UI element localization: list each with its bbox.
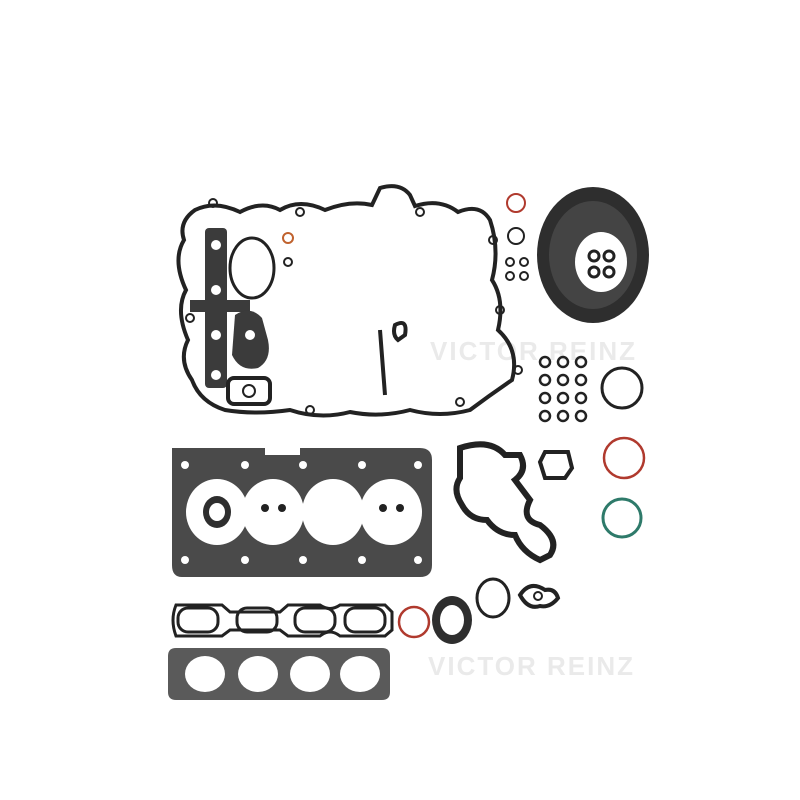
valve-cover-o-ring <box>228 236 276 300</box>
exhaust-manifold-gasket <box>168 648 390 700</box>
o-ring-bottom <box>475 577 511 619</box>
watermark-text: VICTOR REINZ <box>430 336 637 366</box>
breather-gasket <box>378 321 408 396</box>
watermark-text: VICTOR REINZ <box>428 651 635 681</box>
o-ring-large <box>600 366 644 410</box>
thermostat-gasket <box>537 450 575 480</box>
valve-stem-seal-grid <box>538 355 588 423</box>
o-ring <box>519 257 529 267</box>
o-ring-red <box>602 436 646 480</box>
head-gasket <box>172 448 432 577</box>
watermark-group: VICTOR REINZ VICTOR REINZ <box>428 336 637 681</box>
o-ring-orange <box>506 193 526 213</box>
flange-hole <box>245 330 255 340</box>
intake-ports <box>176 606 387 634</box>
water-pump-gasket <box>453 441 557 564</box>
small-o-ring <box>283 257 293 267</box>
valve-cover-gasket <box>176 184 517 418</box>
o-ring <box>505 257 515 267</box>
plug-tube-gasket-strip <box>190 228 250 388</box>
small-o-ring <box>282 232 294 244</box>
flange-gasket-small <box>226 376 272 406</box>
crankshaft-seal <box>537 187 649 323</box>
o-ring-green <box>601 497 643 539</box>
o-ring <box>519 271 529 281</box>
flange-hole <box>533 591 543 601</box>
o-ring <box>505 271 515 281</box>
timing-cover-seal <box>432 596 472 644</box>
o-ring <box>507 227 525 245</box>
o-ring-red-bottom <box>397 605 431 639</box>
small-flange-gasket <box>517 584 561 609</box>
